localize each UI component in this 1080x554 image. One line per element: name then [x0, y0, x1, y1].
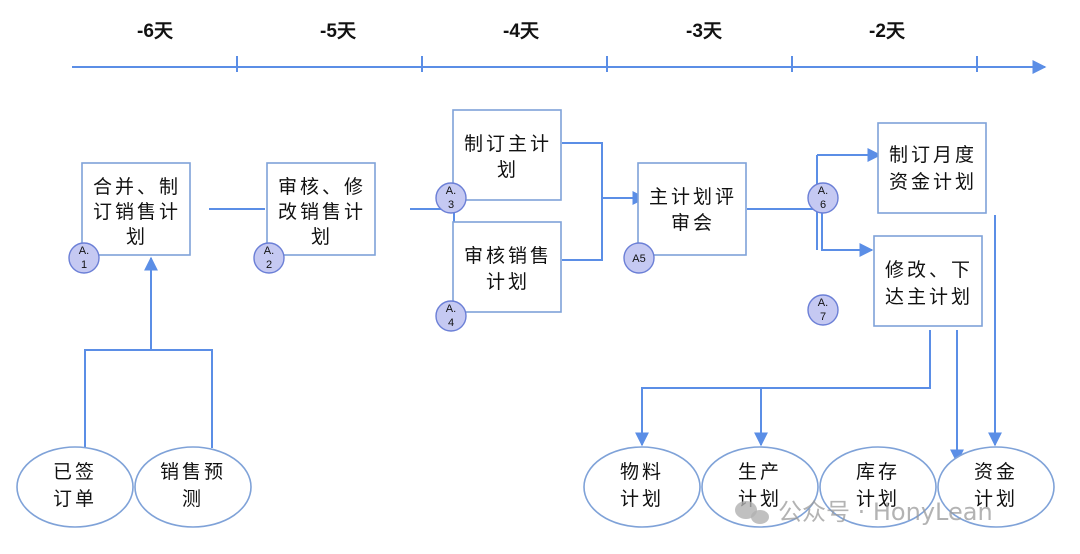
box-line: 制订主计 — [464, 133, 552, 155]
oval-material-plan: 物料 计划 — [583, 446, 701, 528]
watermark: 公众号 · HonyLean — [735, 498, 993, 526]
badge-line: A. — [446, 303, 456, 315]
day-label-2: -2天 — [869, 21, 906, 42]
oval-inventory-plan: 库存 计划 — [819, 446, 937, 528]
day-label-3: -3天 — [686, 21, 723, 42]
day-label-6: -6天 — [137, 21, 174, 42]
oval-line: 已签 — [53, 461, 97, 483]
box-line: 改销售计 — [278, 201, 366, 223]
box-line: 订销售计 — [93, 201, 181, 223]
oval-sales-forecast: 销售预 测 — [134, 446, 252, 528]
oval-line: 物料 — [620, 461, 664, 483]
badge-line: A. — [818, 185, 828, 197]
connector-inputs — [84, 349, 213, 448]
badge-line: A. — [79, 245, 89, 257]
box-line: 达主计划 — [885, 286, 973, 308]
box-merge-sales-plan: 合并、制 订销售计 划 — [81, 162, 191, 256]
connector-to-material — [635, 330, 931, 447]
timeline: -6天 -5天 -4天 -3天 -2天 — [72, 21, 1047, 74]
oval-signed-orders: 已签 订单 — [16, 446, 134, 528]
oval-line: 计划 — [620, 488, 664, 510]
box-modify-issue-master: 修改、下 达主计划 — [873, 235, 983, 327]
box-line: 主计划评 — [649, 186, 737, 208]
box-line: 审核销售 — [464, 245, 552, 267]
box-line: 审核、修 — [278, 176, 366, 198]
day-label-4: -4天 — [503, 21, 540, 42]
badge-line: A5 — [632, 253, 645, 265]
box-master-plan-review: 主计划评 审会 — [637, 162, 747, 256]
badge-line: A. — [818, 297, 828, 309]
badge-line: 1 — [81, 259, 87, 271]
watermark-text: 公众号 · HonyLean — [778, 498, 993, 526]
box-line: 划 — [126, 226, 148, 248]
badge-a7: A. 7 — [807, 294, 839, 326]
oval-line: 销售预 — [160, 461, 226, 483]
box-review-sales-plan: 审核销售 计划 — [452, 221, 562, 313]
connector-to-modify — [821, 213, 874, 257]
badge-line: 7 — [820, 311, 826, 323]
box-line: 划 — [311, 226, 333, 248]
wechat-icon — [735, 501, 769, 524]
box-line: 划 — [497, 159, 519, 181]
badge-line: 2 — [266, 259, 272, 271]
badge-a4: A. 4 — [435, 300, 467, 332]
oval-line: 生产 — [738, 461, 782, 483]
badge-line: A. — [264, 245, 274, 257]
badge-a5: A5 — [623, 242, 655, 274]
badge-line: 6 — [820, 199, 826, 211]
oval-production-plan: 生产 计划 — [701, 446, 819, 528]
box-review-modify-sales: 审核、修 改销售计 划 — [266, 162, 376, 256]
oval-line: 资金 — [974, 461, 1018, 483]
badge-line: A. — [446, 185, 456, 197]
box-line: 合并、制 — [93, 176, 181, 198]
badge-a6: A. 6 — [807, 182, 839, 214]
badge-line: 4 — [448, 317, 454, 329]
day-label-5: -5天 — [320, 21, 357, 42]
oval-fund-plan: 资金 计划 — [937, 446, 1055, 528]
box-line: 审会 — [671, 212, 715, 234]
box-monthly-fund-plan: 制订月度 资金计划 — [877, 122, 987, 214]
oval-line: 测 — [182, 488, 204, 510]
box-line: 修改、下 — [885, 259, 973, 281]
connector-master-to-meeting — [562, 142, 647, 205]
box-line: 资金计划 — [889, 171, 977, 193]
oval-line: 计划 — [974, 488, 1018, 510]
oval-line: 计划 — [856, 488, 900, 510]
box-make-master-plan: 制订主计 划 — [452, 109, 562, 201]
badge-a1: A. 1 — [68, 242, 100, 274]
box-line: 制订月度 — [889, 144, 977, 166]
badge-a3: A. 3 — [435, 182, 467, 214]
badge-line: 3 — [448, 199, 454, 211]
oval-line: 库存 — [856, 461, 900, 483]
oval-line: 订单 — [53, 488, 97, 510]
connector-sales-to-meeting — [562, 198, 603, 261]
box-line: 计划 — [486, 271, 530, 293]
badge-a2: A. 2 — [253, 242, 285, 274]
